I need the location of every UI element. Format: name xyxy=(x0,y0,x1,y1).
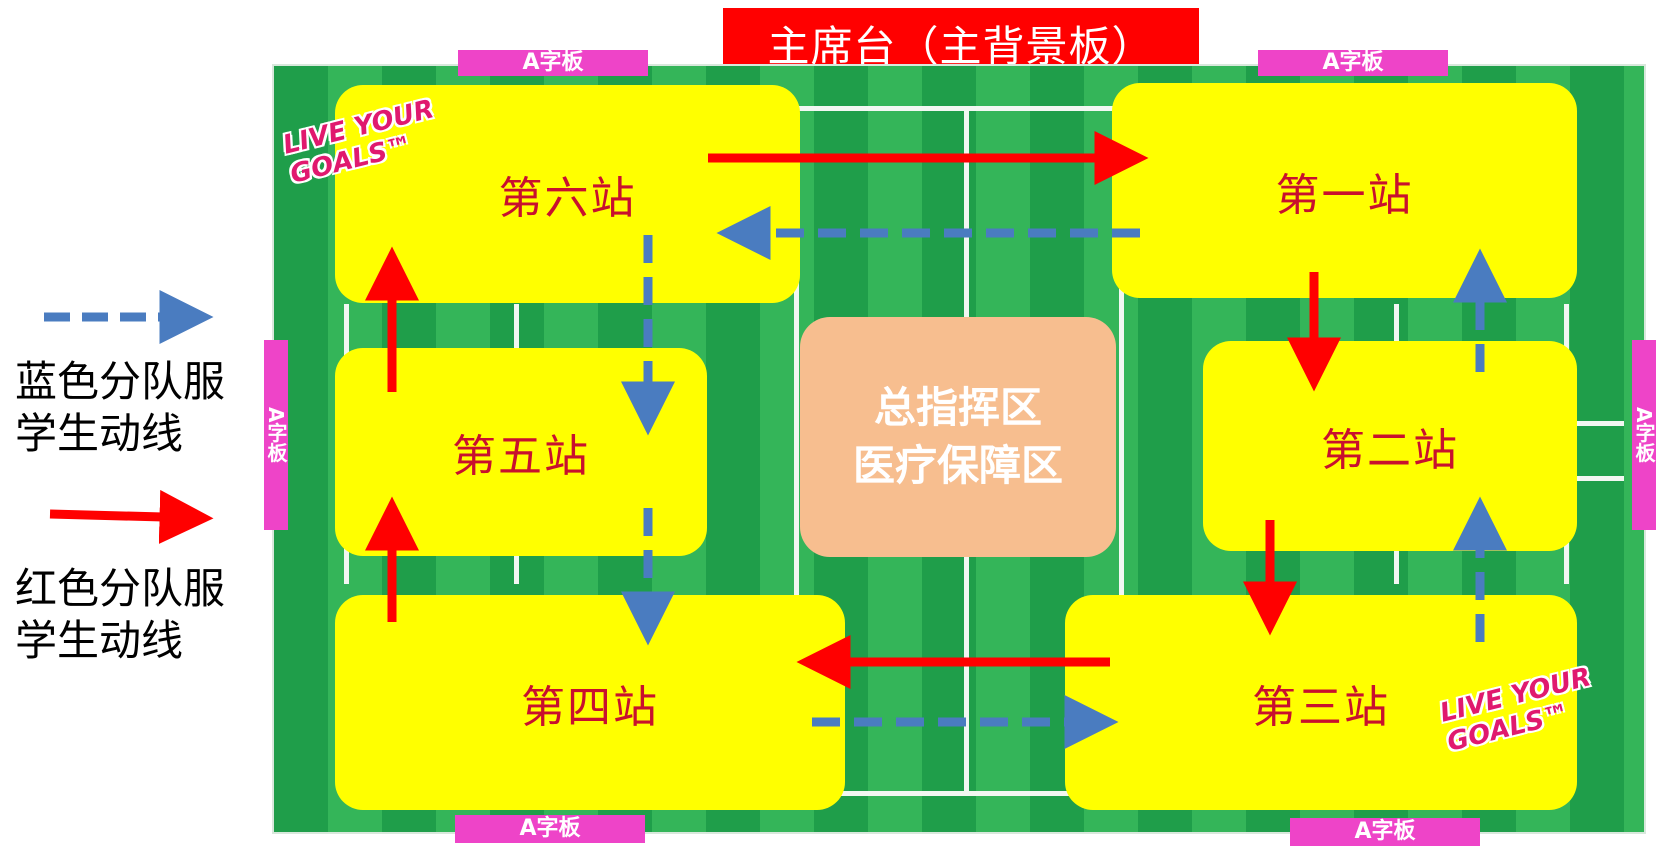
legend-red-arrow xyxy=(49,489,214,544)
field-line xyxy=(1119,106,1124,796)
a-board-label: A字板 xyxy=(519,816,581,841)
goal-box-line xyxy=(1564,476,1624,481)
legend-blue-line1: 蓝色分队服 xyxy=(15,357,226,406)
command-area-label: 总指挥区 xyxy=(873,383,1042,432)
main-stage-title: 主席台（主背景板） xyxy=(767,21,1155,71)
station-6-label: 第六站 xyxy=(498,173,637,224)
station-4-label: 第四站 xyxy=(521,681,659,733)
a-board-bottom-left: A字板 xyxy=(455,815,645,843)
legend-blue-line2: 学生动线 xyxy=(15,409,184,458)
a-board-top-right: A字板 xyxy=(1258,50,1448,76)
a-board-label: A字板 xyxy=(522,50,584,75)
legend-red-line2: 学生动线 xyxy=(15,616,184,665)
station-2-label: 第二站 xyxy=(1321,425,1459,476)
station-4: 第四站 xyxy=(335,595,845,810)
station-2: 第二站 xyxy=(1203,341,1577,551)
station-3-label: 第三站 xyxy=(1252,681,1390,733)
field-line xyxy=(794,106,799,796)
a-board-label: A字板 xyxy=(1632,407,1656,463)
station-1-label: 第一站 xyxy=(1275,169,1414,221)
station-3: 第三站 xyxy=(1065,595,1577,810)
legend-red-line1: 红色分队服 xyxy=(15,564,226,613)
a-board-left-side: A字板 xyxy=(264,340,288,530)
station-5-label: 第五站 xyxy=(452,431,590,482)
medical-area-label: 医疗保障区 xyxy=(852,441,1063,490)
a-board-right-side: A字板 xyxy=(1632,340,1656,530)
goal-box-line xyxy=(1564,421,1624,426)
field-line xyxy=(794,791,1124,796)
a-board-label: A字板 xyxy=(1322,50,1384,75)
legend-red-label: 红色分队服 学生动线 xyxy=(15,563,225,667)
command-medical-area: 总指挥区 医疗保障区 xyxy=(800,317,1116,557)
a-board-label: A字板 xyxy=(1354,819,1416,844)
a-board-bottom-right: A字板 xyxy=(1290,818,1480,846)
a-board-label: A字板 xyxy=(264,407,288,463)
field-line xyxy=(794,106,1124,111)
a-board-top-left: A字板 xyxy=(458,50,648,76)
legend-blue-label: 蓝色分队服 学生动线 xyxy=(15,356,225,460)
